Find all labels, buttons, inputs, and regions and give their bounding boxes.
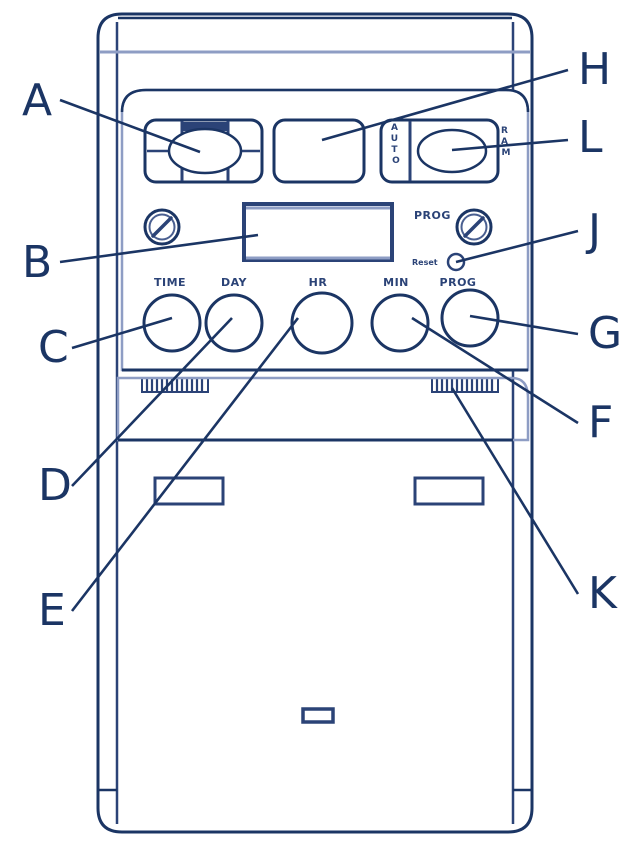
callout-F: F [588,397,613,448]
screw-right-prog [455,208,493,246]
day-button-label: DAY [221,276,248,289]
lcd-display-bezel [242,202,394,262]
vent-grille-right [431,377,499,393]
hr-button-label: HR [309,276,328,289]
leader-G [469,314,579,336]
cover-release-tab[interactable] [301,707,335,724]
leader-H [321,68,569,142]
leader-K [450,387,580,595]
leader-B [59,233,259,264]
reset-label: Reset [412,258,438,267]
ram-label: R A M [501,126,511,158]
leader-C [71,316,173,350]
leader-lines [59,68,580,612]
cover-slot-right [413,476,485,506]
time-button-label: TIME [154,276,186,289]
cover-slot-left [153,476,225,506]
callout-G: G [588,308,622,359]
callout-letters: A B C D E F G H J K L [22,44,622,636]
day-button[interactable] [204,293,264,353]
callout-D: D [38,460,72,511]
callout-H: H [578,44,611,95]
blank-button-body[interactable] [272,118,366,184]
min-button-label: MIN [383,276,409,289]
leader-E [70,317,300,612]
callout-L: L [578,112,603,163]
blank-button[interactable] [272,118,366,184]
mode-slider-knob[interactable] [167,127,243,175]
button-row [142,288,500,355]
control-panel-top-edge [120,88,530,113]
lower-front-cover [116,376,530,724]
time-button[interactable] [142,293,202,353]
cover-upper-lip [116,376,530,442]
callout-A: A [22,75,52,126]
auto-ram-knob[interactable] [416,128,488,174]
callout-E: E [38,585,66,636]
callout-B: B [22,237,52,288]
vent-grille-left [141,377,209,393]
callout-K: K [588,568,618,619]
button-row-labels: TIME DAY HR MIN PROG [154,276,476,289]
leader-L [451,138,569,152]
leader-F [411,316,579,425]
hr-button[interactable] [290,291,354,355]
prog-screw-label: PROG [414,209,451,222]
auto-ram-switch[interactable]: A U T O R A M [379,118,511,184]
callout-C: C [38,322,69,373]
lcd-display [242,202,394,262]
callout-J: J [585,205,601,256]
screw-left [143,208,181,246]
leader-A [59,98,201,154]
prog-button[interactable] [440,288,500,348]
leader-D [71,317,233,487]
prog-button-label: PROG [440,276,477,289]
auto-label: A U T O [391,123,401,166]
mode-slider-switch[interactable] [143,118,264,184]
leader-J [455,229,579,264]
mode-slider-top-bar [182,122,228,131]
min-button[interactable] [370,293,430,353]
